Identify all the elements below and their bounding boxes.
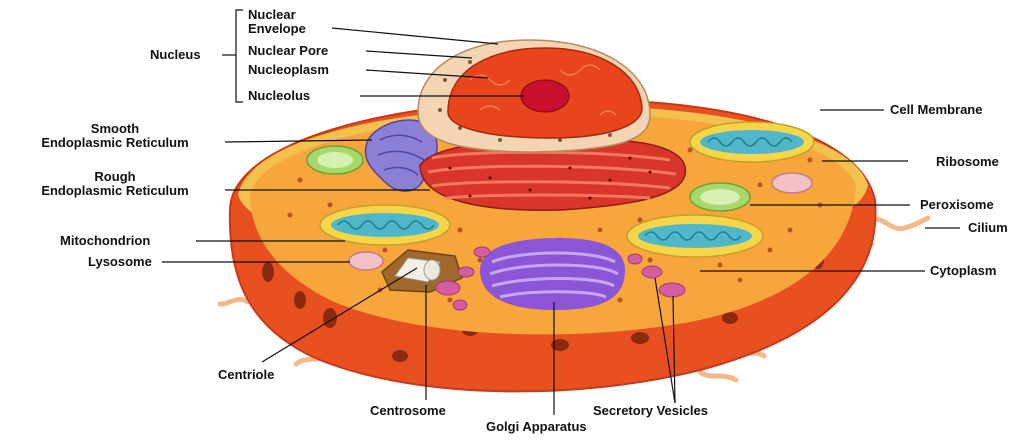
label-smooth-er: Smooth Endoplasmic Reticulum [4,122,226,150]
label-mitochondrion: Mitochondrion [60,234,150,248]
label-nucleus: Nucleus [150,48,201,62]
label-nucleoplasm: Nucleoplasm [248,63,329,77]
cilium-3 [220,299,248,304]
mitochondrion-right [627,215,763,257]
label-rough-er: Rough Endoplasmic Reticulum [4,170,226,198]
label-secretory-vesicles: Secretory Vesicles [593,404,708,418]
label-nuclear-envelope: Nuclear Envelope [248,8,306,36]
label-cell-membrane: Cell Membrane [890,103,982,117]
label-lysosome: Lysosome [88,255,152,269]
label-golgi-apparatus: Golgi Apparatus [486,420,587,434]
mitochondrion-left [320,205,450,245]
label-nuclear-pore: Nuclear Pore [248,44,328,58]
label-centriole: Centriole [218,368,274,382]
label-cytoplasm: Cytoplasm [930,264,996,278]
label-cilium: Cilium [968,221,1008,235]
label-ribosome: Ribosome [936,155,999,169]
cilium-5 [700,372,736,380]
mitochondrion-upper [690,122,814,162]
cilium-1 [868,218,928,229]
label-nucleolus: Nucleolus [248,89,310,103]
label-peroxisome: Peroxisome [920,198,994,212]
nucleolus-shape [521,80,569,112]
golgi-apparatus [480,238,625,310]
label-centrosome: Centrosome [370,404,446,418]
